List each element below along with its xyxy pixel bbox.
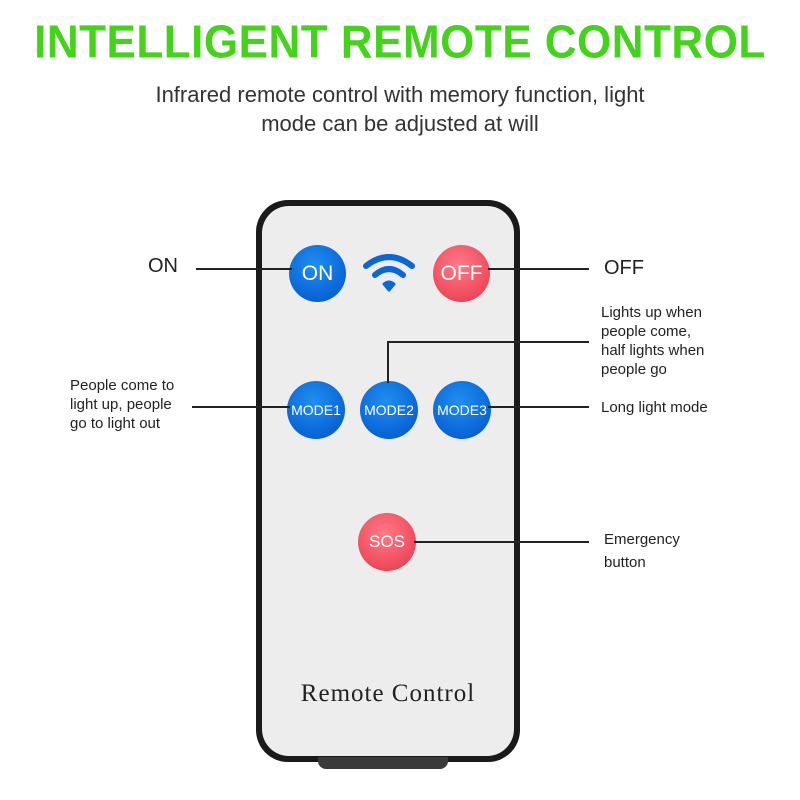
mode1-button[interactable]: MODE1 — [287, 381, 345, 439]
mode2-annotation-line: Lights up when — [601, 304, 702, 321]
sos-annotation: Emergency button — [604, 528, 680, 574]
on-annotation: ON — [148, 255, 178, 277]
mode3-button[interactable]: MODE3 — [433, 381, 491, 439]
mode1-annotation-line: light up, people — [70, 396, 172, 413]
sos-annotation-line: button — [604, 554, 646, 571]
mode2-annotation: Lights up when people come, half lights … — [601, 303, 704, 379]
subtitle-line-2: mode can be adjusted at will — [261, 111, 539, 136]
subtitle-line-1: Infrared remote control with memory func… — [155, 82, 645, 107]
off-button[interactable]: OFF — [433, 245, 490, 302]
battery-tab — [318, 757, 448, 769]
remote-brand-label: Remote Control — [300, 680, 476, 707]
page-headline: INTELLIGENT REMOTE CONTROL — [34, 16, 766, 69]
mode2-annotation-line: half lights when — [601, 342, 705, 359]
sos-leader-line — [414, 541, 589, 543]
mode1-annotation-line: go to light out — [70, 415, 161, 432]
on-leader-line — [196, 268, 292, 270]
sos-button[interactable]: SOS — [358, 513, 416, 571]
mode2-annotation-line: people come, — [601, 323, 692, 340]
page-subtitle: Infrared remote control with memory func… — [100, 80, 700, 138]
off-leader-line — [488, 268, 589, 270]
mode1-annotation: People come to light up, people go to li… — [70, 376, 174, 433]
mode2-button[interactable]: MODE2 — [360, 381, 418, 439]
on-button[interactable]: ON — [289, 245, 346, 302]
mode2-annotation-line: people go — [601, 361, 667, 378]
mode2-leader-horizontal — [387, 341, 589, 343]
sos-annotation-line: Emergency — [604, 531, 680, 548]
mode3-annotation: Long light mode — [601, 399, 708, 416]
mode3-leader-line — [488, 406, 589, 408]
wifi-signal-icon — [363, 254, 415, 292]
off-annotation: OFF — [604, 257, 644, 279]
mode2-leader-vertical — [387, 341, 389, 383]
mode1-annotation-line: People come to — [70, 377, 175, 394]
mode1-leader-line — [192, 406, 290, 408]
